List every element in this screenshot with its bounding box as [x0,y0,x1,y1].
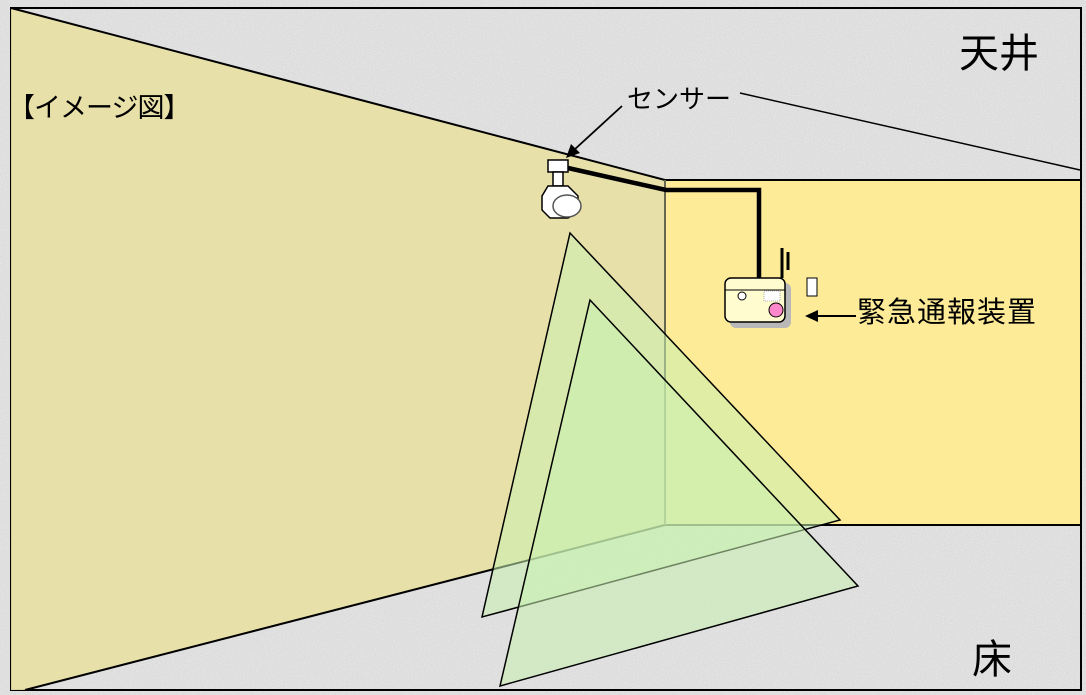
sensor-pointer-arrowhead [566,144,580,158]
left-wall [11,8,665,690]
image-tag-label: 【イメージ図】 [8,93,190,124]
sensor-label-leader [739,92,1081,171]
detection-zone-inner [498,298,860,688]
sensor-pointer-arrow [573,105,623,151]
floor-label: 床 [972,637,1012,683]
device-pointer-arrowhead [805,310,818,322]
motion-sensor-icon [541,159,582,219]
sensor-cable [567,165,762,283]
left-wall-top-edge [10,7,666,181]
ceiling-label: 天井 [959,31,1039,77]
sensor-label: センサー [627,85,732,115]
emergency-call-device-icon [724,248,818,328]
emergency-device-label: 緊急通報装置 [857,295,1038,329]
